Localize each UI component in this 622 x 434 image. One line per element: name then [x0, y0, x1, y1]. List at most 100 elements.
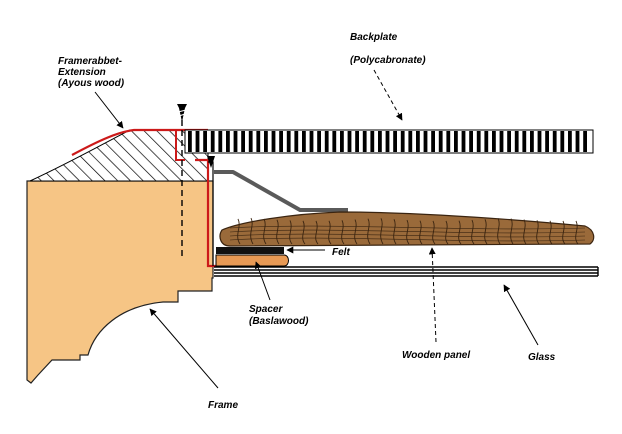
wood-grain-line	[497, 218, 501, 245]
backplate-stripe	[264, 131, 268, 152]
wood-grain-line	[432, 220, 436, 245]
backplate-stripe	[210, 131, 215, 152]
wood-grain-line	[380, 218, 384, 245]
frame-label: Frame	[208, 400, 238, 411]
wood-grain-line	[445, 220, 449, 245]
backplate-stripe	[484, 131, 489, 152]
backplate-stripe	[241, 131, 245, 152]
felt-label: Felt	[332, 247, 350, 258]
wood-grain-line	[302, 220, 306, 245]
backplate-stripe	[362, 131, 367, 152]
screw-icon	[207, 156, 215, 168]
wood-grain-line	[315, 220, 319, 245]
backplate-stripe	[286, 131, 291, 152]
backplate-stripe	[309, 131, 314, 152]
backplate-stripe	[454, 131, 458, 152]
backplate-stripe	[499, 131, 504, 152]
frame-leader	[149, 308, 219, 389]
glass-label: Glass	[528, 352, 556, 363]
backplate-stripe	[347, 131, 352, 152]
backplate-stripe	[446, 131, 451, 152]
wooden-panel-leader	[428, 247, 437, 343]
glass	[214, 266, 599, 277]
wood-grain-line	[276, 219, 280, 245]
framerabbet-material-label: (Ayous wood)	[58, 78, 125, 89]
wood-grain-line	[406, 219, 410, 245]
spacer-label: Spacer	[249, 304, 283, 315]
backplate-stripe	[583, 131, 587, 152]
wood-grain-line	[250, 217, 254, 245]
wood-grain-line	[229, 237, 586, 242]
wood-grain-line	[575, 220, 579, 245]
backplate-stripe	[522, 131, 527, 152]
backplate-stripe	[514, 131, 519, 152]
backplate-stripe	[302, 131, 306, 152]
backplate-stripe	[355, 131, 359, 152]
wood-grain-line	[484, 219, 488, 245]
wooden-panel-grain	[229, 217, 586, 245]
backplate-stripe	[378, 131, 382, 152]
backplate-stripe	[218, 131, 223, 152]
backplate-stripe	[393, 131, 397, 152]
backplate-stripe	[575, 131, 580, 152]
wood-grain-line	[536, 220, 540, 245]
wood-grain-line	[510, 218, 514, 245]
wood-grain-line	[237, 218, 241, 245]
wood-grain-line	[229, 225, 586, 230]
framerabbet-label: Framerabbet-	[58, 56, 123, 67]
backplate-stripe	[438, 131, 443, 152]
backplate-material-label: (Polycabronate)	[350, 55, 426, 66]
wood-grain-line	[354, 219, 358, 245]
backplate-stripe	[188, 131, 192, 152]
wood-grain-line	[229, 229, 586, 234]
backplate-label: Backplate	[350, 32, 398, 43]
framerabbet-label-2: Extension	[58, 67, 106, 78]
backplate-stripe	[568, 131, 572, 152]
backplate-stripe	[271, 131, 276, 152]
backplate-stripe	[431, 131, 435, 152]
backplate-stripe	[507, 131, 511, 152]
framerabbet-leader	[94, 91, 124, 129]
wood-grain-line	[471, 219, 475, 245]
backplate-stripe	[370, 131, 375, 152]
felt	[216, 247, 284, 254]
wood-grain-line	[328, 220, 332, 245]
wood-grain-line	[341, 220, 345, 245]
backplate-stripe	[203, 131, 207, 152]
backplate-stripe	[423, 131, 428, 152]
wood-grain-line	[229, 233, 586, 238]
backplate-stripe	[469, 131, 473, 152]
backplate-stripe	[552, 131, 557, 152]
backplate-stripe	[248, 131, 253, 152]
backplate-stripe	[233, 131, 238, 152]
backplate-stripe	[476, 131, 481, 152]
backplate-stripe	[408, 131, 413, 152]
backplate-stripe	[294, 131, 299, 152]
backplate-stripe	[324, 131, 329, 152]
wood-grain-line	[419, 220, 423, 245]
backplate-stripe	[332, 131, 337, 152]
screw-icon	[177, 104, 187, 260]
backplate-stripe	[537, 131, 542, 152]
backplate-stripe	[226, 131, 230, 152]
backplate-stripe	[317, 131, 321, 152]
backplate-stripe	[340, 131, 344, 152]
glass-leader	[503, 284, 539, 346]
spacer-leader	[254, 261, 271, 301]
backplate-stripe	[416, 131, 420, 152]
backplate-stripe	[560, 131, 565, 152]
frame-profile	[26, 180, 214, 384]
backplate-leader	[373, 69, 403, 121]
backplate-stripe	[530, 131, 534, 152]
backplate-stripe	[256, 131, 261, 152]
wood-grain-line	[289, 220, 293, 245]
wood-grain-line	[523, 219, 527, 245]
backplate-stripe	[400, 131, 405, 152]
bracket	[214, 170, 348, 212]
wood-grain-line	[562, 220, 566, 245]
backplate-stripe	[385, 131, 390, 152]
backplate-stripe	[492, 131, 496, 152]
backplate-stripe	[461, 131, 466, 152]
backplate-stripe	[195, 131, 200, 152]
